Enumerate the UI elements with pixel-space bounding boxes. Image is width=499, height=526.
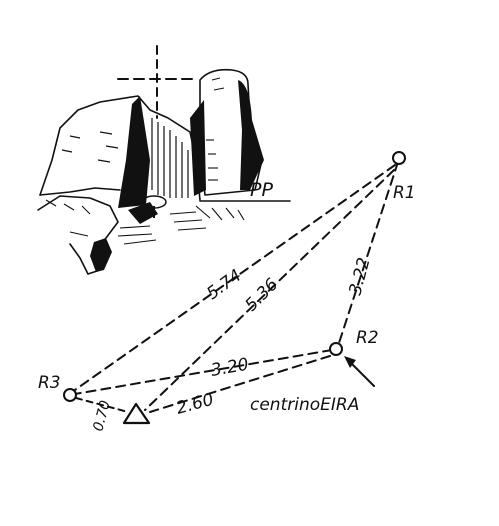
label-r3: R3 bbox=[38, 373, 61, 393]
label-pp: PP bbox=[250, 179, 273, 201]
distance-r2-r3: 3.20 bbox=[209, 355, 250, 381]
point-r2 bbox=[329, 342, 343, 356]
rock-sketch bbox=[37, 45, 291, 275]
line-r2-station bbox=[149, 355, 331, 413]
line-r1-r2 bbox=[337, 161, 399, 347]
survey-points bbox=[63, 151, 406, 425]
distance-r1-r3: 5.74 bbox=[203, 266, 245, 304]
point-r3 bbox=[63, 388, 77, 402]
line-r3-station bbox=[75, 397, 129, 413]
label-r1: R1 bbox=[393, 183, 416, 203]
measurement-lines bbox=[71, 161, 399, 413]
arrow-to-r2-icon bbox=[344, 356, 375, 387]
line-r1-r3 bbox=[71, 164, 396, 393]
distance-r3-station: 0.70 bbox=[90, 399, 114, 433]
line-r1-station bbox=[144, 169, 395, 411]
station-triangle-icon bbox=[122, 402, 151, 425]
point-r1 bbox=[392, 151, 406, 165]
crosshair-mark bbox=[117, 45, 197, 119]
centrino-label: centrinoEIRA bbox=[250, 395, 359, 415]
label-r2: R2 bbox=[356, 328, 379, 348]
distance-r2-station: 2.60 bbox=[174, 390, 216, 419]
line-r2-r3 bbox=[74, 349, 333, 395]
distance-r1-r2: 3.22 bbox=[346, 256, 375, 298]
distance-r1-station: 5.36 bbox=[241, 274, 282, 315]
